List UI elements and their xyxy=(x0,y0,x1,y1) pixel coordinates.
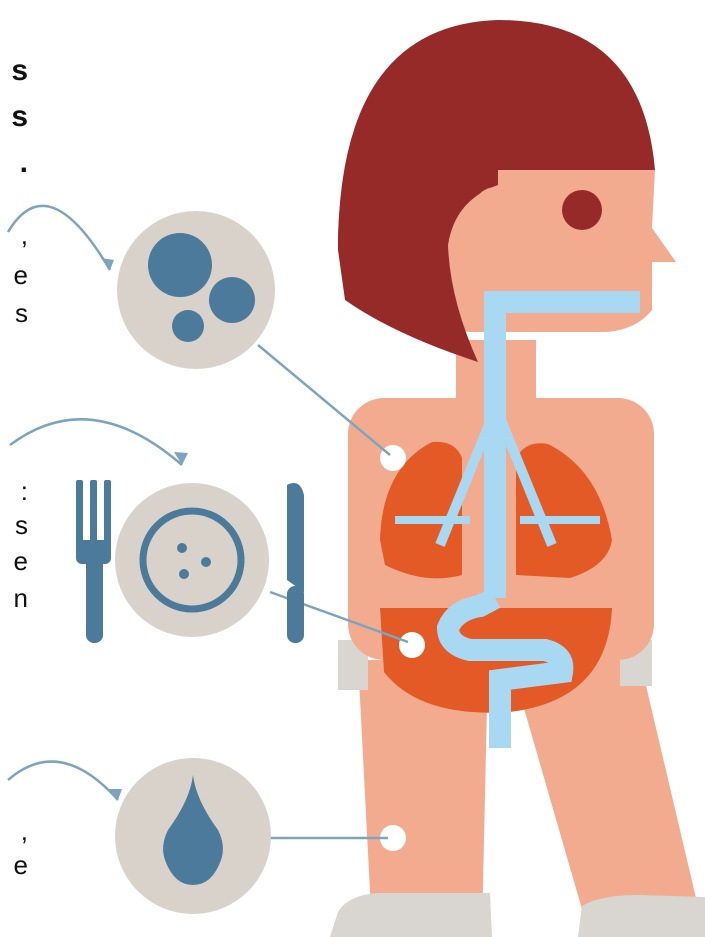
cells-icon xyxy=(117,211,275,369)
text-fragment: s xyxy=(0,300,28,326)
text-fragment: s xyxy=(0,102,28,132)
text-fragment: e xyxy=(0,852,28,878)
droplet-icon xyxy=(115,758,271,914)
text-fragment: : xyxy=(0,478,28,504)
text-fragment: n xyxy=(0,585,28,611)
text-fragment: , xyxy=(0,222,28,248)
knife-icon xyxy=(287,483,304,643)
plate-icon xyxy=(115,483,269,637)
text-fragment: s xyxy=(0,512,28,538)
ear xyxy=(473,187,519,233)
stomach-marker-dot xyxy=(399,632,425,658)
cheek xyxy=(562,190,602,230)
text-fragment: e xyxy=(0,548,28,574)
fork-icon xyxy=(76,480,111,643)
shoes xyxy=(330,893,705,937)
text-fragment: , xyxy=(0,818,28,844)
text-fragment: e xyxy=(0,262,28,288)
text-fragment: . xyxy=(0,148,28,178)
text-fragment: s xyxy=(0,56,28,86)
